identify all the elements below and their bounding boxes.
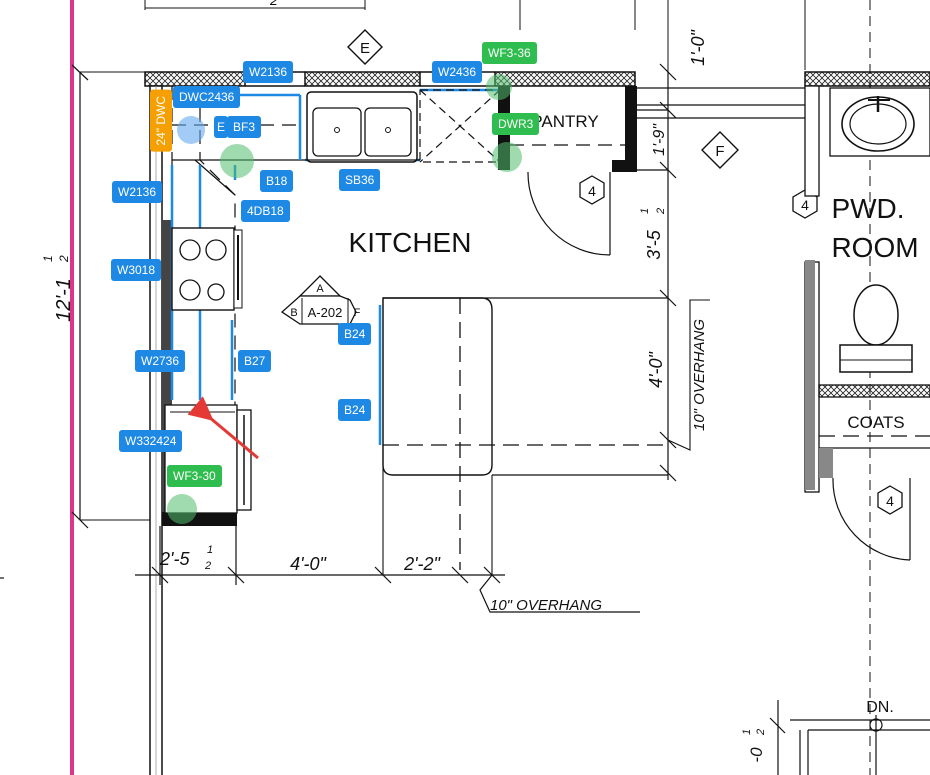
tag-w2736[interactable]: W2736 bbox=[135, 350, 186, 372]
tag-wf3-30[interactable]: WF3-30 bbox=[167, 465, 222, 487]
tag-b27[interactable]: B27 bbox=[238, 350, 272, 372]
kitchen-top-wall bbox=[144, 71, 636, 87]
right-overhang-leader: 10" OVERHANG bbox=[667, 299, 710, 451]
pantry-door[interactable] bbox=[527, 171, 611, 256]
kitchen-sink[interactable] bbox=[305, 91, 420, 163]
toilet[interactable] bbox=[839, 284, 913, 373]
svg-text:F: F bbox=[354, 307, 361, 319]
room-label-pwd-line2: ROOM bbox=[831, 232, 918, 263]
room-label-coats: COATS bbox=[847, 413, 904, 432]
tag-w2436-top[interactable]: W2436 bbox=[432, 61, 483, 83]
door-tag-coats[interactable]: 4 bbox=[877, 485, 903, 515]
tag-wf3-36[interactable]: WF3-36 bbox=[482, 42, 537, 64]
svg-text:2: 2 bbox=[57, 255, 71, 263]
cooktop-range[interactable] bbox=[171, 227, 243, 311]
tag-b18[interactable]: B18 bbox=[260, 170, 294, 192]
room-label-pwd-line1: PWD. bbox=[831, 193, 904, 224]
dim-bottom-3: 2'-2" bbox=[403, 554, 441, 574]
door-tag-pantry[interactable]: 4 bbox=[579, 175, 605, 205]
lavatory-sink[interactable] bbox=[829, 87, 930, 157]
refrigerator[interactable] bbox=[164, 404, 252, 514]
stairs-down[interactable]: DN. bbox=[769, 699, 930, 775]
marker-dot-bf3[interactable] bbox=[220, 144, 254, 178]
room-label-kitchen: KITCHEN bbox=[349, 227, 472, 258]
svg-text:2: 2 bbox=[269, 0, 278, 8]
dim-bottom-1: 2'-5 bbox=[159, 549, 190, 569]
svg-text:1: 1 bbox=[741, 729, 753, 735]
tag-sb36[interactable]: SB36 bbox=[339, 169, 381, 191]
svg-text:E: E bbox=[360, 40, 370, 57]
dim-top-right: 1'-0" bbox=[688, 28, 708, 65]
svg-text:10" OVERHANG: 10" OVERHANG bbox=[691, 319, 708, 431]
svg-text:1: 1 bbox=[639, 208, 651, 214]
tag-w332424[interactable]: W332424 bbox=[119, 430, 183, 452]
tag-w2136-left[interactable]: W2136 bbox=[112, 181, 163, 203]
svg-text:B: B bbox=[290, 307, 297, 319]
corner-cabinet-x bbox=[419, 89, 501, 163]
tag-e-small[interactable]: E bbox=[214, 116, 229, 138]
powder-room: PWD. ROOM COATS bbox=[804, 71, 930, 493]
svg-text:4: 4 bbox=[801, 197, 809, 213]
svg-text:A: A bbox=[316, 283, 324, 295]
dim-right-3: 4'-0" bbox=[646, 350, 666, 387]
tag-w3018[interactable]: W3018 bbox=[111, 259, 162, 281]
svg-text:2: 2 bbox=[755, 729, 767, 736]
svg-text:DN.: DN. bbox=[866, 699, 894, 716]
grid-marker-e[interactable]: E bbox=[347, 29, 383, 65]
left-vertical-dimension: 12'-1 1 2 bbox=[41, 64, 160, 529]
room-label-pantry: PANTRY bbox=[531, 112, 598, 131]
tag-dwc2436[interactable]: DWC2436 bbox=[173, 86, 241, 108]
marker-dot-dwc[interactable] bbox=[177, 116, 205, 144]
svg-text:4: 4 bbox=[886, 493, 894, 509]
tag-b24-1[interactable]: B24 bbox=[338, 323, 372, 345]
dim-bottom-2: 4'-0" bbox=[290, 554, 327, 574]
dim-bottom-right: -0 bbox=[747, 747, 766, 763]
annotation-arrow bbox=[187, 396, 259, 460]
tag-4db18[interactable]: 4DB18 bbox=[241, 200, 290, 222]
tag-b24-2[interactable]: B24 bbox=[338, 399, 372, 421]
bottom-horizontal-dimension bbox=[135, 520, 640, 613]
svg-text:1: 1 bbox=[41, 255, 55, 262]
marker-dot-dwr3[interactable] bbox=[492, 142, 522, 172]
svg-text:1: 1 bbox=[207, 544, 213, 556]
svg-text:2: 2 bbox=[655, 208, 667, 215]
dim-left-vertical: 12'-1 bbox=[53, 278, 75, 322]
dim-right-2: 3'-5 bbox=[644, 229, 664, 259]
tag-w2136-top[interactable]: W2136 bbox=[243, 61, 294, 83]
tag-24-dwc-vertical[interactable]: 24" DWC bbox=[150, 90, 172, 152]
dim-bottom-overhang: 10" OVERHANG bbox=[490, 597, 602, 614]
kitchen-island[interactable] bbox=[382, 297, 668, 575]
coats-door[interactable] bbox=[832, 477, 911, 561]
right-vertical-dimension bbox=[637, 63, 805, 482]
tag-bf3[interactable]: BF3 bbox=[227, 116, 262, 138]
svg-text:2: 2 bbox=[204, 560, 211, 572]
svg-text:A-202: A-202 bbox=[308, 305, 343, 320]
door-tag-pwd[interactable]: 4 bbox=[792, 189, 818, 219]
grid-marker-f[interactable]: F bbox=[701, 131, 739, 169]
marker-dot-wf3-30[interactable] bbox=[167, 494, 197, 524]
svg-text:F: F bbox=[715, 143, 724, 160]
section-marker-a202[interactable]: A B A-202 F bbox=[280, 275, 361, 325]
dim-right-1: 1'-9" bbox=[651, 123, 668, 156]
svg-text:4: 4 bbox=[588, 183, 596, 199]
tag-dwr3[interactable]: DWR3 bbox=[492, 113, 540, 135]
marker-dot-wf3-36[interactable] bbox=[486, 74, 512, 100]
